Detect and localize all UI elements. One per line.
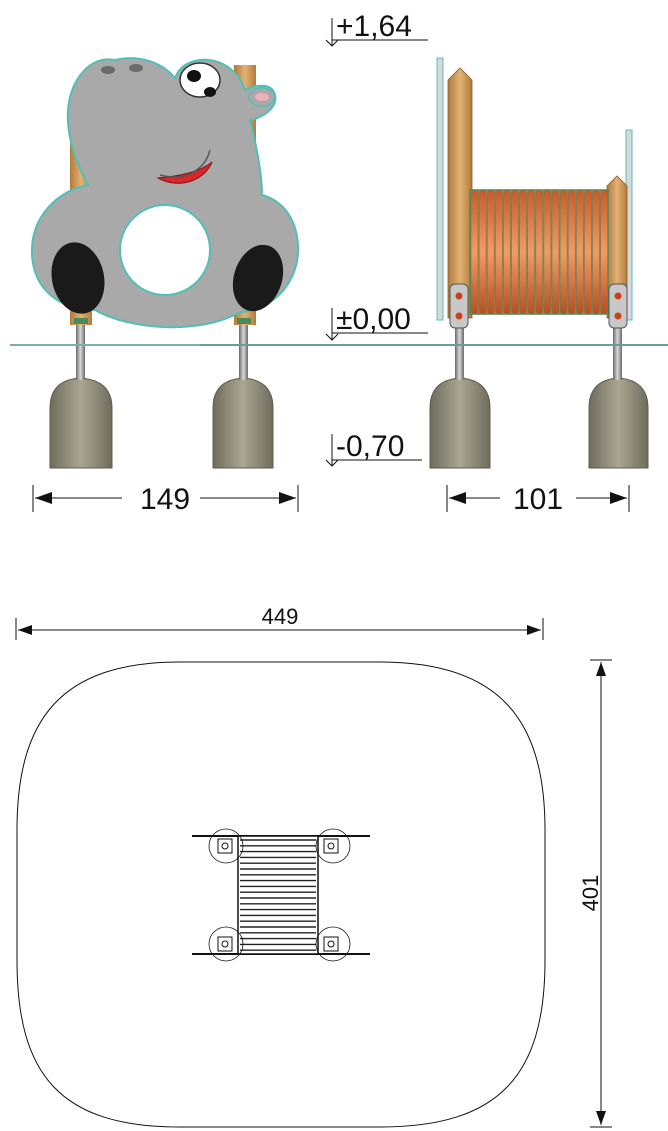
post-top-left — [208, 828, 244, 864]
post-bottom-right — [315, 926, 351, 962]
level-ground-label: ±0,00 — [336, 303, 411, 336]
dimension-area-width-label: 449 — [262, 604, 299, 629]
crawl-hole — [119, 204, 211, 296]
dimension-area-depth-label: 401 — [578, 875, 603, 912]
hippo-foot-right — [232, 244, 284, 312]
foundation-right — [212, 377, 274, 469]
side-panel-left — [436, 57, 444, 321]
foundation-side-left — [429, 377, 491, 469]
hippo-panel — [30, 57, 300, 329]
level-top-label: +1,64 — [336, 10, 412, 43]
dimension-front-width-label: 149 — [140, 483, 190, 516]
foundation-left — [49, 377, 113, 469]
level-marker-top: +1,64 — [325, 10, 428, 47]
dimension-front-width: 149 — [32, 483, 299, 516]
ribbed-barrel — [469, 189, 609, 315]
dimension-area-depth: 401 — [578, 659, 612, 1128]
bracket-right — [608, 283, 628, 329]
plan-view: 449 401 — [15, 604, 612, 1128]
hippo-nostril-left — [101, 66, 115, 74]
equipment-top-view — [192, 828, 370, 962]
front-elevation — [30, 57, 300, 469]
hippo-nostril-right — [129, 64, 143, 72]
hippo-mouth — [156, 161, 213, 184]
level-marker-ground: ±0,00 — [325, 303, 428, 341]
level-marker-foundation: -0,70 — [325, 430, 422, 467]
steel-post-left — [76, 318, 85, 380]
dimension-side-width: 101 — [446, 483, 630, 516]
post-top-right — [315, 828, 351, 864]
bracket-left — [449, 283, 469, 329]
safety-area-outline — [16, 661, 546, 1128]
foundation-side-right — [588, 377, 649, 469]
hippo-foot-left — [51, 242, 105, 314]
level-foundation-label: -0,70 — [336, 430, 404, 463]
side-elevation — [429, 57, 649, 469]
side-wood-post-left — [447, 67, 473, 319]
hippo-eyes — [179, 62, 221, 98]
dimension-side-width-label: 101 — [513, 483, 563, 516]
dimension-area-width: 449 — [15, 604, 544, 640]
post-bottom-left — [208, 926, 244, 962]
steel-post-right — [239, 318, 248, 380]
